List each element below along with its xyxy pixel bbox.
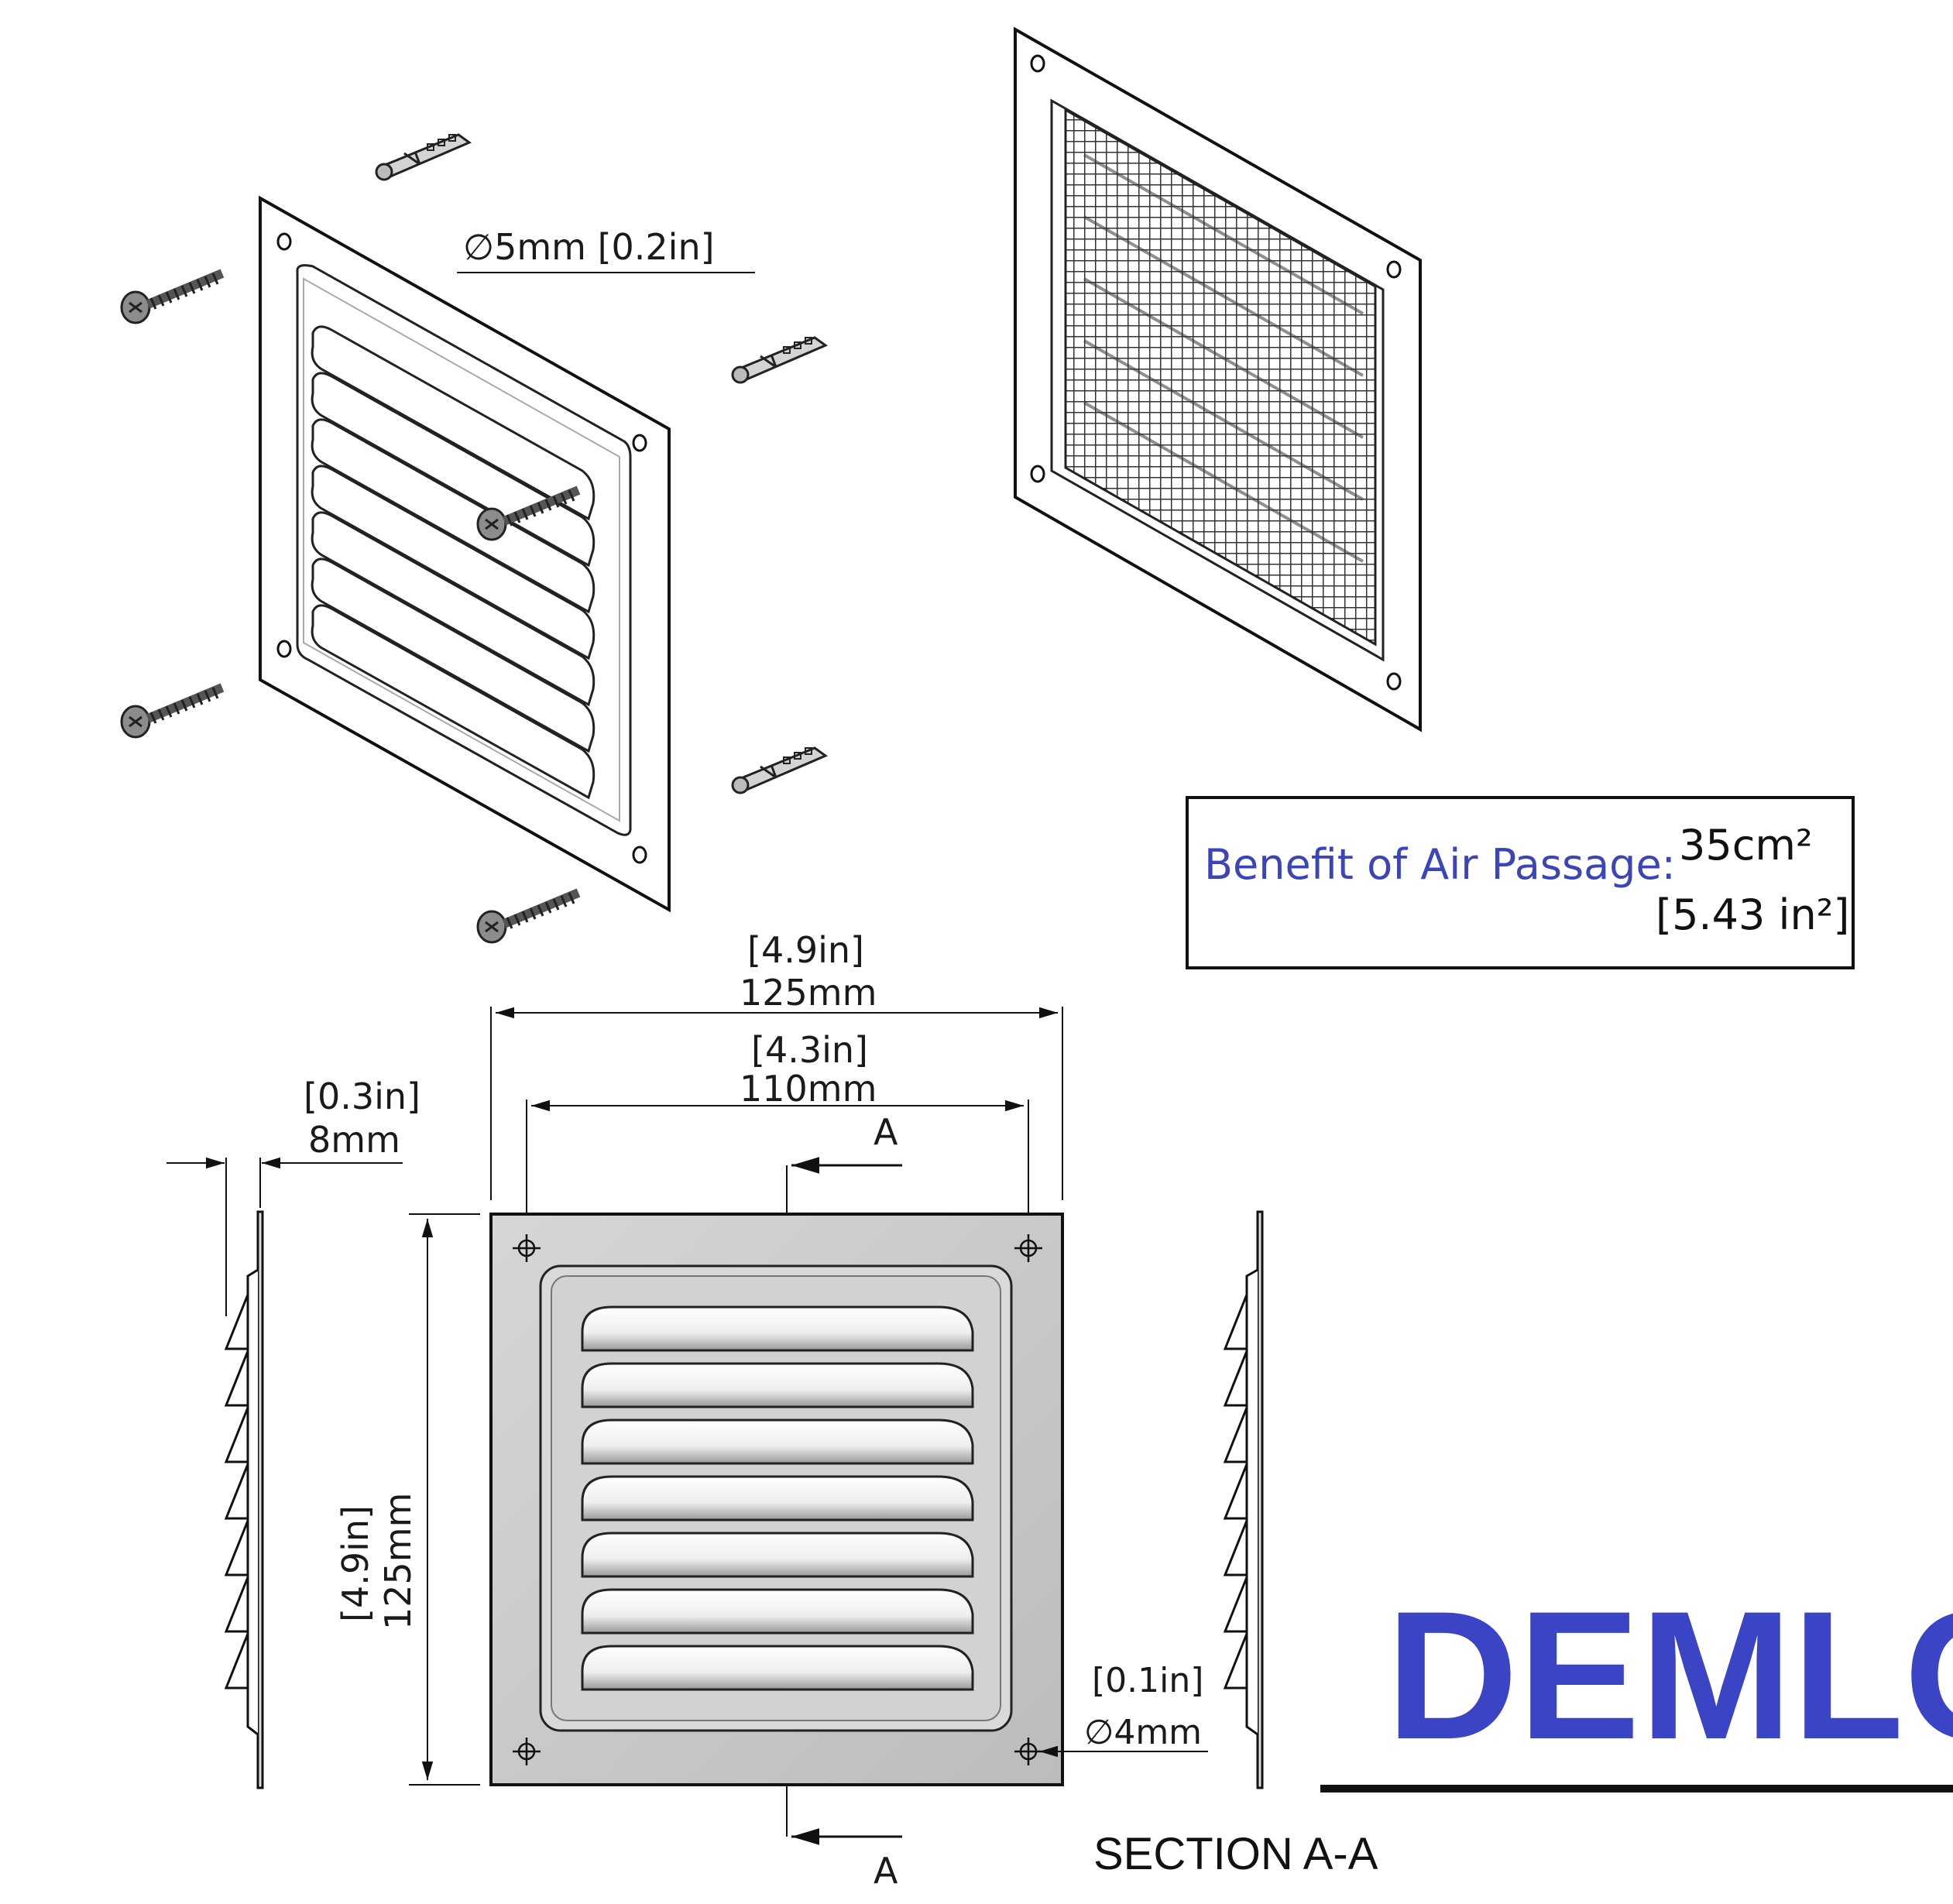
dimension-height: [4.9in] 125mm [335, 1213, 480, 1786]
louver [581, 1305, 974, 1352]
mounting-holes [513, 1234, 1042, 1765]
height-in: [4.9in] [335, 1505, 376, 1622]
overall-width-in: [4.9in] [747, 929, 864, 971]
brand-logo: DEMLOU [1320, 1573, 1953, 1793]
hole-mm: ∅4mm [1084, 1713, 1202, 1752]
dimension-depth: [0.3in] 8mm [166, 1076, 420, 1316]
section-title: SECTION A-A [1093, 1829, 1378, 1879]
mounting-hole-callout: [0.1in] ∅4mm [1039, 1661, 1208, 1758]
side-profile-left [224, 1210, 264, 1789]
screw-icon [478, 893, 578, 942]
inner-width-in: [4.3in] [751, 1029, 868, 1071]
hole-in: [0.1in] [1092, 1661, 1203, 1700]
section-marker-top: A [874, 1111, 898, 1153]
dimension-overall-width: [4.9in] 125mm [490, 929, 1063, 1200]
section-cut-bottom: A [786, 1731, 902, 1892]
louver [581, 1362, 974, 1408]
benefit-value-cm: 35cm² [1679, 821, 1813, 870]
screw-icon [122, 688, 222, 737]
overall-width-mm: 125mm [740, 972, 877, 1014]
air-passage-box: Benefit of Air Passage: 35cm² [5.43 in²] [1186, 796, 1855, 969]
height-mm: 125mm [377, 1493, 419, 1630]
brand-name: DEMLOU [1386, 1573, 1953, 1778]
louver [581, 1588, 974, 1635]
section-a-a-profile [1223, 1210, 1264, 1789]
benefit-label: Benefit of Air Passage: [1204, 840, 1676, 889]
hole-diameter-label: ∅5mm [0.2in] [463, 226, 715, 268]
section-marker-bottom: A [874, 1850, 898, 1892]
louvers [581, 1305, 974, 1691]
anchor-icon [375, 133, 471, 181]
iso-louvers [311, 325, 596, 800]
depth-in: [0.3in] [304, 1076, 420, 1117]
louver [581, 1475, 974, 1521]
screw-icon [122, 273, 222, 323]
depth-mm: 8mm [308, 1119, 400, 1161]
hole-diameter-callout: ∅5mm [0.2in] [457, 226, 755, 273]
louver [581, 1419, 974, 1465]
louver [581, 1645, 974, 1691]
isometric-vent-front [259, 195, 671, 913]
front-view [489, 1213, 1064, 1786]
isometric-vent-back [1014, 26, 1422, 732]
benefit-value-in: [5.43 in²] [1656, 890, 1849, 939]
anchor-icon [731, 746, 827, 794]
dimension-inner-width: [4.3in] 110mm [526, 1029, 1029, 1243]
anchor-icon [731, 336, 827, 384]
inner-width-mm: 110mm [740, 1068, 877, 1110]
insect-mesh [1064, 108, 1377, 647]
louver [581, 1532, 974, 1578]
